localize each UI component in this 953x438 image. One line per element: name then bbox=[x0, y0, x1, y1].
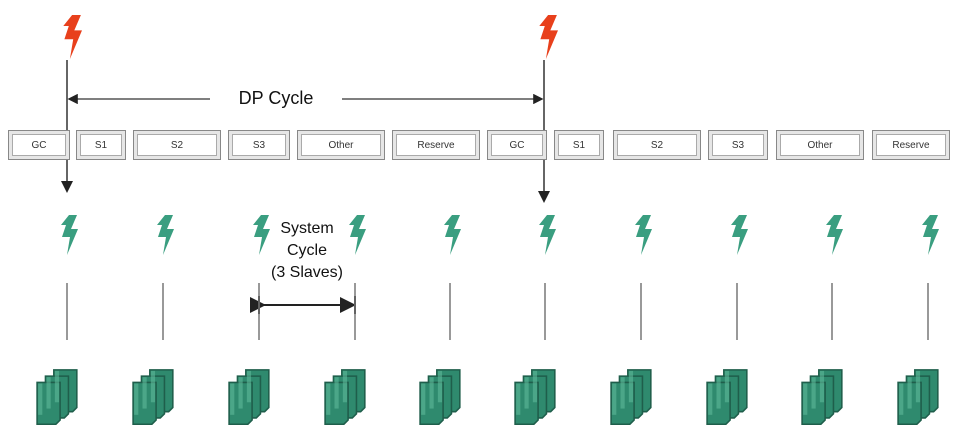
slave-device-icon bbox=[514, 369, 556, 426]
slave-trigger-icon bbox=[444, 215, 461, 255]
slave-trigger-icon bbox=[635, 215, 652, 255]
slave-trigger-icon bbox=[826, 215, 843, 255]
slot-reserve: Reserve bbox=[872, 130, 950, 160]
slave-trigger-icon bbox=[539, 215, 556, 255]
slave-device-icon bbox=[132, 369, 174, 426]
slave-trigger-icon bbox=[157, 215, 174, 255]
slave-device-icon bbox=[419, 369, 461, 426]
slot-reserve: Reserve bbox=[392, 130, 480, 160]
slot-s2: S2 bbox=[133, 130, 221, 160]
slave-device-icon bbox=[706, 369, 748, 426]
system-cycle-line2: Cycle bbox=[284, 240, 329, 262]
slot-s1: S1 bbox=[554, 130, 604, 160]
system-cycle-label: System Cycle (3 Slaves) bbox=[248, 218, 366, 284]
slot-s1: S1 bbox=[76, 130, 126, 160]
system-cycle-line3: (3 Slaves) bbox=[268, 262, 346, 284]
slave-device-icon bbox=[324, 369, 366, 426]
dp-cycle-label: DP Cycle bbox=[214, 88, 338, 108]
slot-gc: GC bbox=[487, 130, 547, 160]
system-cycle-line1: System bbox=[278, 218, 336, 240]
slave-device-icon bbox=[801, 369, 843, 426]
slot-other: Other bbox=[297, 130, 385, 160]
slave-device-icon bbox=[228, 369, 270, 426]
slave-device-icon bbox=[610, 369, 652, 426]
slot-other: Other bbox=[776, 130, 864, 160]
slave-trigger-icon bbox=[731, 215, 748, 255]
cycle-trigger-icon bbox=[63, 15, 82, 59]
slot-s3: S3 bbox=[228, 130, 290, 160]
slot-s2: S2 bbox=[613, 130, 701, 160]
slot-s3: S3 bbox=[708, 130, 768, 160]
cycle-trigger-icon bbox=[539, 15, 558, 59]
slave-device-icon bbox=[897, 369, 939, 426]
slave-trigger-icon bbox=[61, 215, 78, 255]
slave-trigger-icon bbox=[922, 215, 939, 255]
slot-gc: GC bbox=[8, 130, 70, 160]
slave-device-icon bbox=[36, 369, 78, 426]
